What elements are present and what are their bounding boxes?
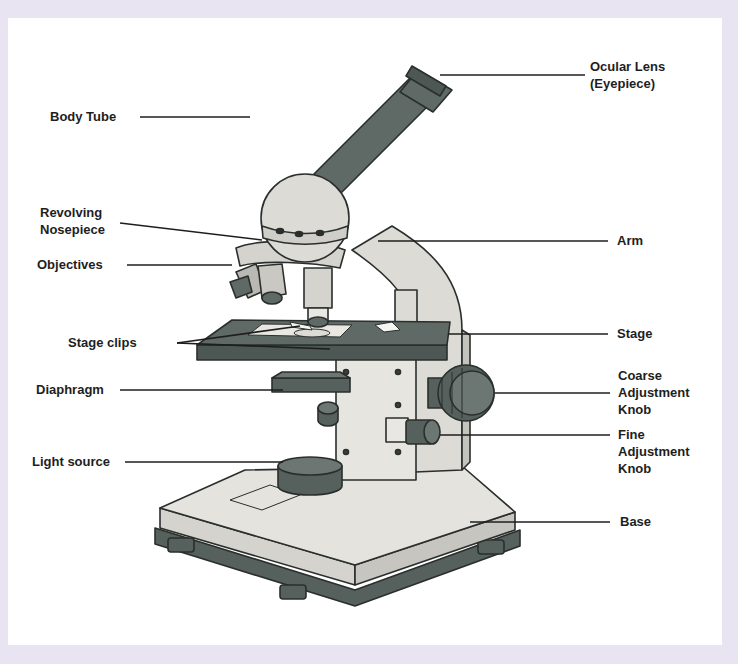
base-foot bbox=[280, 585, 306, 599]
leader-line bbox=[120, 389, 283, 391]
focus-knobs bbox=[386, 365, 494, 444]
head-dot bbox=[317, 231, 324, 236]
lamp-top bbox=[278, 457, 342, 475]
base-top bbox=[160, 466, 515, 565]
pillar bbox=[336, 355, 416, 480]
fine-knob-face bbox=[424, 420, 440, 444]
coarse-knob-face bbox=[450, 371, 494, 415]
part-label: Stage bbox=[617, 325, 652, 342]
diaphragm bbox=[272, 378, 350, 392]
part-label: Diaphragm bbox=[36, 381, 104, 398]
part-label: Fine Adjustment Knob bbox=[618, 426, 706, 477]
side-knob-face bbox=[318, 402, 338, 414]
leader-line bbox=[495, 392, 610, 394]
head-band bbox=[262, 226, 348, 244]
leader-line bbox=[448, 333, 608, 335]
screw bbox=[344, 450, 349, 455]
screw bbox=[396, 370, 401, 375]
part-label: Stage clips bbox=[68, 334, 137, 351]
knob-ridges bbox=[442, 368, 462, 418]
leader-line bbox=[120, 223, 262, 240]
leader-line bbox=[177, 343, 330, 349]
stage-clip bbox=[375, 322, 400, 332]
part-label: Arm bbox=[617, 232, 643, 249]
eyepiece-rim bbox=[406, 66, 446, 96]
part-label: Light source bbox=[32, 453, 110, 470]
leader-line bbox=[140, 116, 250, 118]
fine-knob-shaft bbox=[386, 418, 408, 442]
stage-assembly bbox=[197, 320, 450, 426]
leader-line bbox=[440, 434, 610, 436]
head-dot bbox=[277, 229, 284, 234]
part-label: Coarse Adjustment Knob bbox=[618, 367, 706, 418]
part-label: Body Tube bbox=[50, 108, 116, 125]
leader-line bbox=[127, 264, 232, 266]
screw bbox=[396, 450, 401, 455]
objective-tip bbox=[262, 292, 282, 304]
head bbox=[261, 174, 349, 262]
diaphragm-top bbox=[272, 372, 350, 378]
leader-line bbox=[470, 521, 610, 523]
coarse-knob bbox=[438, 365, 494, 421]
objective-tip bbox=[230, 276, 252, 298]
part-label: Ocular Lens (Eyepiece) bbox=[590, 58, 682, 92]
part-label: Base bbox=[620, 513, 651, 530]
part-label: Revolving Nosepiece bbox=[40, 204, 122, 238]
base bbox=[155, 466, 520, 606]
leader-line bbox=[125, 461, 283, 463]
light-source bbox=[278, 457, 342, 495]
screw bbox=[396, 403, 401, 408]
objective-tip bbox=[308, 317, 328, 327]
head-dot bbox=[296, 232, 303, 237]
leader-line bbox=[378, 240, 608, 242]
stage-front bbox=[197, 345, 447, 360]
leader-line bbox=[440, 74, 585, 76]
part-label: Objectives bbox=[37, 256, 103, 273]
leader-lines bbox=[120, 75, 610, 522]
objective bbox=[304, 268, 332, 308]
base-foot bbox=[168, 538, 194, 552]
head-optics bbox=[230, 66, 452, 327]
leader-line bbox=[177, 326, 300, 343]
